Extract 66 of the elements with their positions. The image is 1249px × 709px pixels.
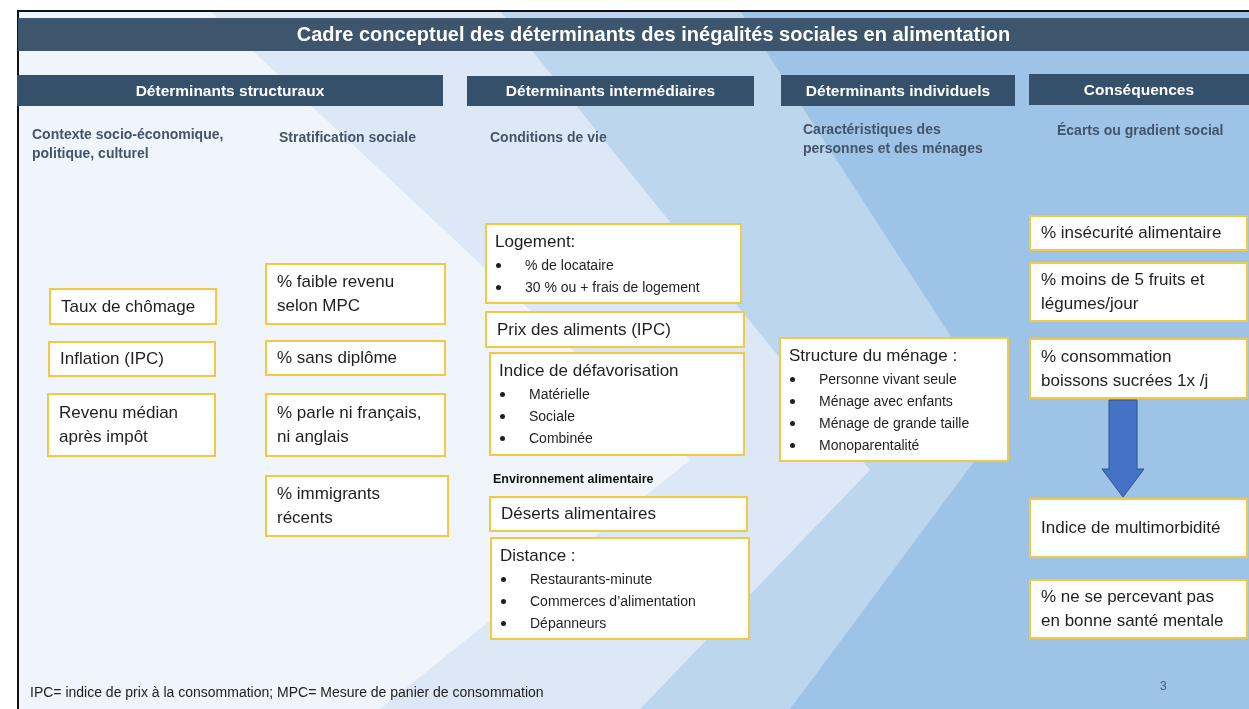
box-text: Structure du ménage :	[789, 345, 959, 367]
indicator-box	[48, 341, 216, 377]
indicator-box	[485, 311, 745, 348]
header-text: Déterminants individuels	[805, 81, 991, 100]
box-text: Logement:	[495, 231, 577, 253]
indicator-box	[1029, 262, 1248, 322]
indicator-box	[1029, 498, 1248, 558]
column-subheading: Écarts ou gradient social	[1057, 121, 1225, 140]
indicator-box	[265, 340, 446, 376]
indicator-box	[1029, 579, 1248, 639]
indicator-box	[1029, 338, 1248, 399]
bullet-item: Dépanneurs	[530, 614, 607, 633]
box-text: % insécurité alimentaire	[1041, 222, 1223, 244]
column-header	[17, 75, 443, 106]
bullet-item: Restaurants-minute	[530, 570, 653, 589]
box-text: % immigrants récents	[277, 483, 381, 529]
box-text: % moins de 5 fruits et légumes/jour	[1041, 269, 1206, 315]
column-header	[467, 76, 754, 106]
box-text: % consommation boissons sucrées 1x /j	[1041, 345, 1210, 392]
bullet-item: Sociale	[529, 407, 575, 426]
column-subheading: Caractéristiques des personnes et des ménages	[803, 120, 984, 158]
header-text: Conséquences	[1083, 80, 1195, 99]
page-number: 3	[1160, 679, 1168, 693]
header-text: Déterminants intermédiaires	[505, 82, 716, 100]
bullet-item: % de locataire	[525, 256, 614, 275]
bullet-item: Ménage avec enfants	[819, 392, 953, 411]
bullet-item: Commerces d’alimentation	[530, 592, 696, 611]
indicator-box	[490, 537, 750, 640]
column-subheading: Conditions de vie	[490, 128, 608, 147]
box-text: % faible revenu selon MPC	[277, 271, 396, 317]
indicator-box	[265, 263, 446, 325]
section-label: Environnement alimentaire	[493, 472, 655, 486]
box-text: % parle ni français, ni anglais	[277, 402, 423, 448]
footnote: IPC= indice de prix à la consommation; MPC= Mesure de panier de consommation	[30, 684, 545, 700]
indicator-box	[489, 352, 745, 456]
box-text: Distance :	[500, 545, 577, 567]
indicator-box	[489, 496, 748, 532]
column-header	[1029, 74, 1249, 105]
indicator-box	[779, 337, 1009, 462]
box-text: Déserts alimentaires	[501, 503, 657, 525]
column-subheading: Contexte socio-économique, politique, culturel	[32, 125, 225, 163]
box-text: % sans diplôme	[277, 347, 398, 369]
indicator-box	[47, 393, 216, 457]
indicator-box	[1029, 215, 1248, 251]
box-text: Inflation (IPC)	[60, 348, 165, 370]
box-text: Indice de multimorbidité	[1041, 517, 1222, 539]
block-arrow	[1101, 399, 1145, 498]
box-text: Indice de défavorisation	[499, 360, 680, 382]
indicator-box	[265, 393, 446, 457]
indicator-box	[485, 223, 742, 304]
column-header	[781, 75, 1015, 106]
bullet-item: Ménage de grande taille	[819, 414, 970, 433]
bullet-item: Personne vivant seule	[819, 370, 957, 389]
box-text: Taux de chômage	[61, 295, 197, 318]
bullet-item: Monoparentalité	[819, 436, 920, 455]
bullet-item: Matérielle	[529, 385, 590, 404]
indicator-box	[49, 288, 217, 325]
box-text: % ne se percevant pas en bonne santé mentale	[1041, 586, 1225, 632]
bullet-item: 30 % ou + frais de logement	[525, 278, 700, 297]
box-text: Revenu médian après impôt	[59, 402, 180, 448]
title-text: Cadre conceptuel des déterminants des inégalités sociales en alimentation	[296, 23, 1011, 46]
indicator-box	[265, 475, 449, 537]
header-text: Déterminants structuraux	[135, 81, 325, 100]
column-subheading: Stratification sociale	[279, 128, 417, 147]
box-text: Prix des aliments (IPC)	[497, 318, 672, 341]
bullet-item: Combinée	[529, 429, 593, 448]
